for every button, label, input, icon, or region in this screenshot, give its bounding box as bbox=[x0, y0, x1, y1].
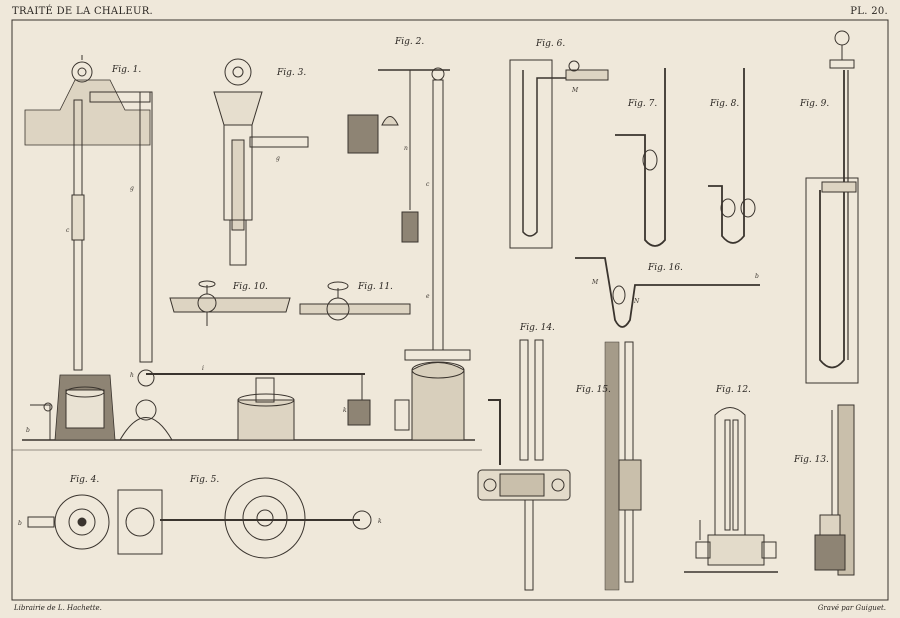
fig16-label: Fig. 16. bbox=[647, 263, 683, 273]
fig10-valve bbox=[169, 280, 291, 326]
fig4-plan bbox=[27, 494, 110, 550]
fig8-label: Fig. 8. bbox=[709, 99, 739, 109]
fig1-letter-h: h bbox=[130, 372, 134, 379]
fig1-apparatus bbox=[24, 55, 173, 441]
fig10-label: Fig. 10. bbox=[232, 282, 268, 292]
fig7-label: Fig. 7. bbox=[627, 99, 657, 109]
fig2-letter-n: n bbox=[404, 145, 408, 152]
fig12-manometer bbox=[684, 407, 778, 573]
fig4-letter-b: b bbox=[18, 520, 22, 527]
fig15-apparatus bbox=[604, 341, 642, 591]
fig3-pump-head bbox=[213, 58, 309, 266]
fig3-label: Fig. 3. bbox=[276, 68, 306, 78]
engraver-credit: Gravé par Guiguet. bbox=[817, 604, 886, 612]
fig5-letter-k: k bbox=[378, 518, 382, 525]
fig9-manometer bbox=[805, 30, 859, 384]
fig11-valve bbox=[299, 281, 411, 321]
fig1-label: Fig. 1. bbox=[111, 65, 141, 75]
fig16-letter-N: N bbox=[633, 298, 640, 305]
fig16-letter-b: b bbox=[755, 273, 759, 280]
fig11-label: Fig. 11. bbox=[357, 282, 393, 292]
fig7-tube bbox=[615, 68, 666, 247]
fig2-label: Fig. 2. bbox=[394, 37, 424, 47]
publisher-credit: Librairie de L. Hachette. bbox=[14, 604, 102, 612]
fig16-tube bbox=[575, 257, 760, 328]
fig1-letter-b: b bbox=[26, 427, 30, 434]
lever-letter-k: k bbox=[343, 407, 347, 414]
fig9-label: Fig. 9. bbox=[799, 99, 829, 109]
lever-arm bbox=[137, 369, 371, 441]
fig14-label: Fig. 14. bbox=[519, 323, 555, 333]
fig4-label: Fig. 4. bbox=[69, 475, 99, 485]
fig6-manometer bbox=[509, 59, 609, 249]
fig6-letter-m: M bbox=[571, 87, 579, 94]
fig2-letter-c: c bbox=[426, 181, 430, 188]
fig5-plan bbox=[117, 477, 372, 559]
plate-title: TRAITÉ DE LA CHALEUR. bbox=[12, 6, 154, 17]
fig1-letter-c: c bbox=[66, 227, 70, 234]
fig12-label: Fig. 12. bbox=[715, 385, 751, 395]
fig1-letter-g: g bbox=[130, 185, 134, 192]
fig15-label: Fig. 15. bbox=[575, 385, 611, 395]
plate-number: PL. 20. bbox=[850, 6, 888, 17]
fig2-letter-e: e bbox=[426, 293, 430, 300]
fig16-letter-m: M bbox=[591, 279, 599, 286]
fig13-apparatus bbox=[814, 404, 855, 576]
plate-border bbox=[11, 19, 889, 601]
fig5-label: Fig. 5. bbox=[189, 475, 219, 485]
fig13-label: Fig. 13. bbox=[793, 455, 829, 465]
lever-letter-i: i bbox=[202, 365, 204, 372]
fig8-tube bbox=[708, 68, 756, 244]
fig3-letter-g: g bbox=[276, 155, 280, 162]
fig14-apparatus bbox=[477, 339, 571, 591]
fig2-boiler bbox=[347, 67, 471, 441]
fig6-label: Fig. 6. bbox=[535, 39, 565, 49]
